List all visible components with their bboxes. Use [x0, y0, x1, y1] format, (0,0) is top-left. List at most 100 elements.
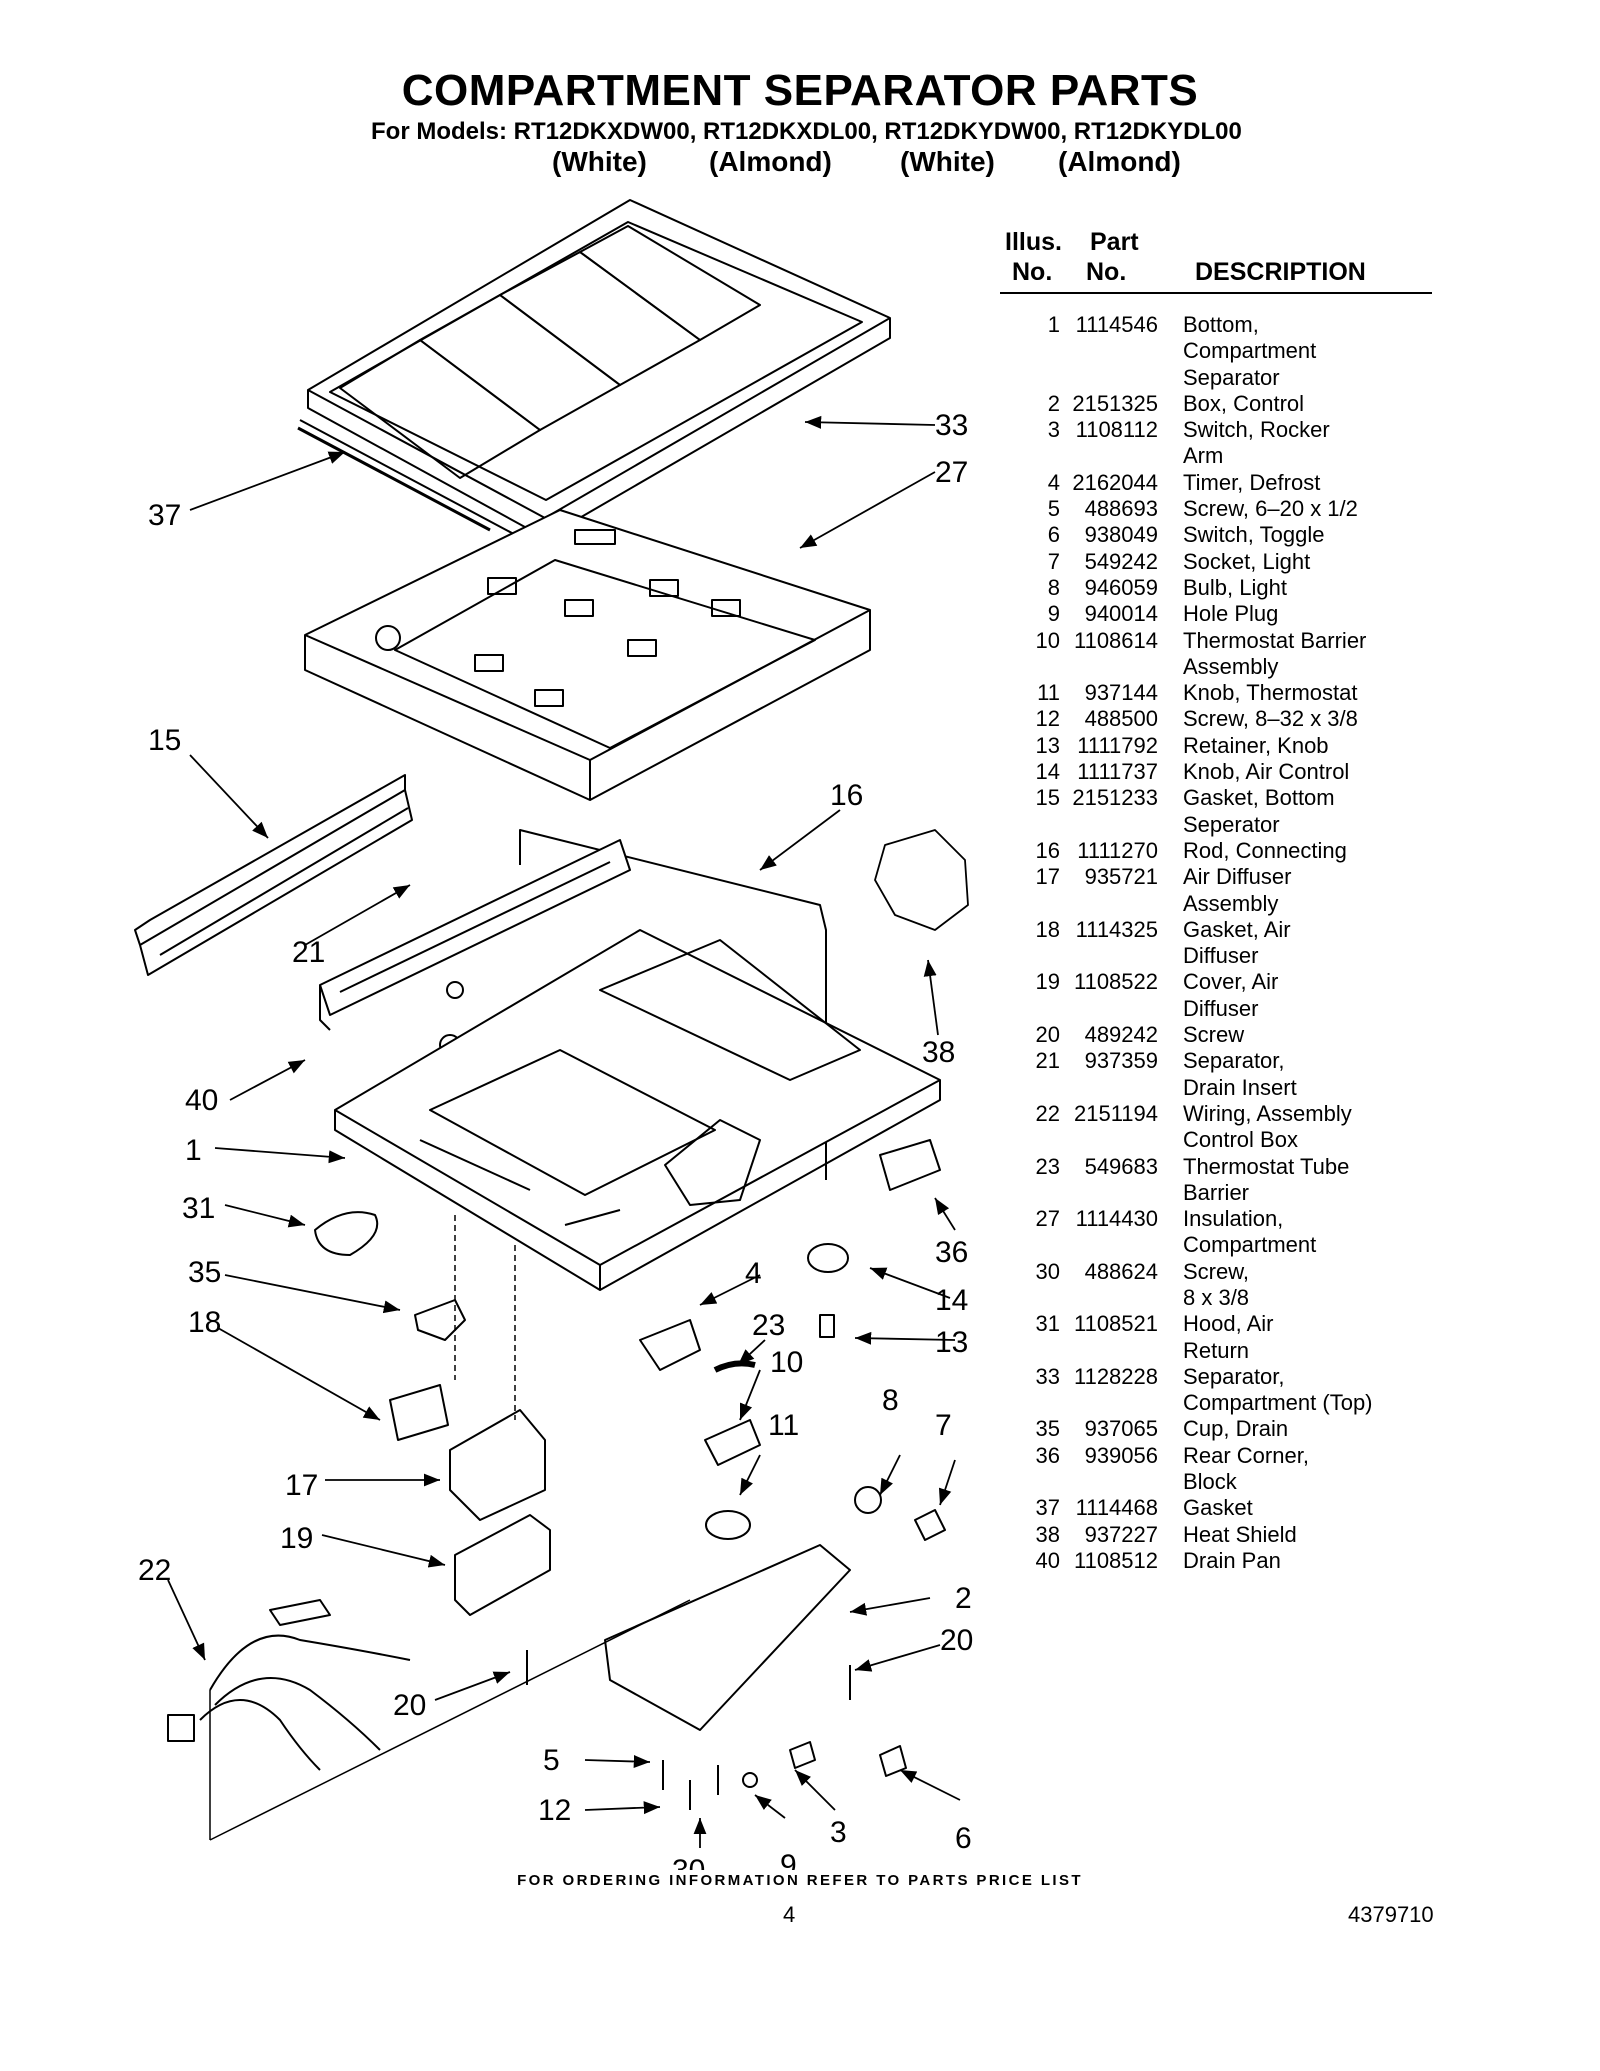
- part-number: 1108112: [1075, 417, 1158, 443]
- part-description: Timer, Defrost: [1183, 470, 1433, 496]
- illus-number: 35: [1035, 1416, 1060, 1442]
- hood-air-return: [314, 1211, 379, 1256]
- callout-2: 2: [955, 1582, 972, 1615]
- connecting-rod: [519, 829, 827, 1180]
- part-description: Insulation,Compartment: [1183, 1206, 1433, 1259]
- page-number: 4: [783, 1902, 796, 1927]
- illus-number: 27: [1035, 1206, 1060, 1232]
- description-line: Bulb, Light: [1183, 574, 1287, 600]
- defrost-timer: [639, 1319, 701, 1371]
- part-number: 946059: [1084, 574, 1158, 600]
- description-line: Compartment: [1183, 1232, 1317, 1258]
- illus-number: 16: [1035, 837, 1060, 863]
- part-number: 1114468: [1075, 1495, 1158, 1521]
- callout-33: 33: [935, 409, 968, 442]
- description-line: Compartment (Top): [1183, 1390, 1373, 1416]
- table-row: 4 2162044 Timer, Defrost: [1000, 470, 1440, 496]
- description-line: Drain Insert: [1183, 1074, 1297, 1100]
- description-line: Assembly: [1183, 653, 1279, 679]
- header-illus-no: No.: [1012, 258, 1053, 286]
- description-line: Socket, Light: [1183, 548, 1311, 574]
- callout-20-right: 20: [940, 1624, 973, 1657]
- top-separator-tray: [297, 199, 891, 549]
- part-number: 937227: [1084, 1521, 1158, 1547]
- illus-number: 7: [1047, 548, 1060, 574]
- part-number: 489242: [1084, 1022, 1158, 1048]
- illus-number: 14: [1035, 759, 1060, 785]
- part-number: 488693: [1084, 496, 1158, 522]
- table-row: 27 1114430 Insulation,Compartment: [1000, 1206, 1440, 1259]
- illus-number: 12: [1035, 706, 1060, 732]
- callout-12: 12: [538, 1794, 571, 1827]
- drain-cup: [414, 1299, 466, 1341]
- part-description: Separator,Compartment (Top): [1183, 1364, 1433, 1417]
- part-number: 2162044: [1072, 469, 1158, 495]
- part-number: 1108522: [1073, 969, 1158, 995]
- description-line: Separator,: [1183, 1048, 1285, 1074]
- part-number: 940014: [1084, 601, 1158, 627]
- description-line: Screw, 8–32 x 3/8: [1183, 706, 1358, 732]
- callout-14: 14: [935, 1284, 968, 1317]
- part-number: 1108512: [1073, 1547, 1158, 1573]
- illus-number: 38: [1035, 1521, 1060, 1547]
- description-line: Box, Control: [1183, 390, 1305, 416]
- table-row: 8 946059 Bulb, Light: [1000, 575, 1440, 601]
- part-description: Bulb, Light: [1183, 575, 1433, 601]
- description-line: Gasket, Air: [1183, 916, 1291, 942]
- callout-22: 22: [138, 1554, 171, 1587]
- knob-air-control: [807, 1243, 849, 1273]
- part-number: 937065: [1084, 1416, 1158, 1442]
- ordering-note: FOR ORDERING INFORMATION REFER TO PARTS …: [517, 1872, 1083, 1889]
- color-label: (White): [552, 146, 647, 177]
- description-line: Compartment: [1183, 338, 1317, 364]
- exploded-parts-diagram: 33 27 37 15 16 21 38 40 1 31 36 4 14 35 …: [134, 199, 973, 1870]
- description-line: Heat Shield: [1183, 1521, 1297, 1547]
- color-label: (Almond): [709, 146, 832, 177]
- description-line: Knob, Thermostat: [1183, 680, 1358, 706]
- illus-number: 21: [1035, 1048, 1060, 1074]
- callout-5: 5: [543, 1744, 560, 1777]
- part-number: 935721: [1084, 864, 1158, 890]
- callout-11: 11: [768, 1409, 799, 1442]
- callout-16: 16: [830, 779, 863, 812]
- part-description: Screw,8 x 3/8: [1183, 1259, 1433, 1312]
- description-line: Diffuser: [1183, 943, 1259, 969]
- description-line: Diffuser: [1183, 995, 1259, 1021]
- description-line: Hole Plug: [1183, 601, 1279, 627]
- part-number: 488500: [1084, 706, 1158, 732]
- light-socket: [914, 1509, 946, 1541]
- description-line: Thermostat Barrier: [1183, 627, 1367, 653]
- part-number: 1108614: [1073, 627, 1158, 653]
- illus-number: 8: [1047, 574, 1060, 600]
- part-number: 1114430: [1075, 1206, 1158, 1232]
- callout-8: 8: [882, 1384, 899, 1417]
- part-description: Box, Control: [1183, 391, 1433, 417]
- illus-number: 4: [1047, 469, 1060, 495]
- part-number: 938049: [1084, 522, 1158, 548]
- callout-15: 15: [148, 724, 181, 757]
- callout-37: 37: [148, 499, 181, 532]
- description-line: Block: [1183, 1469, 1237, 1495]
- part-description: Rear Corner,Block: [1183, 1443, 1433, 1496]
- illus-number: 22: [1035, 1100, 1060, 1126]
- description-line: Separator: [1183, 364, 1280, 390]
- callout-38: 38: [922, 1036, 955, 1069]
- description-line: Screw: [1183, 1022, 1245, 1048]
- callout-17: 17: [285, 1469, 318, 1502]
- header-part-no: No.: [1086, 258, 1127, 286]
